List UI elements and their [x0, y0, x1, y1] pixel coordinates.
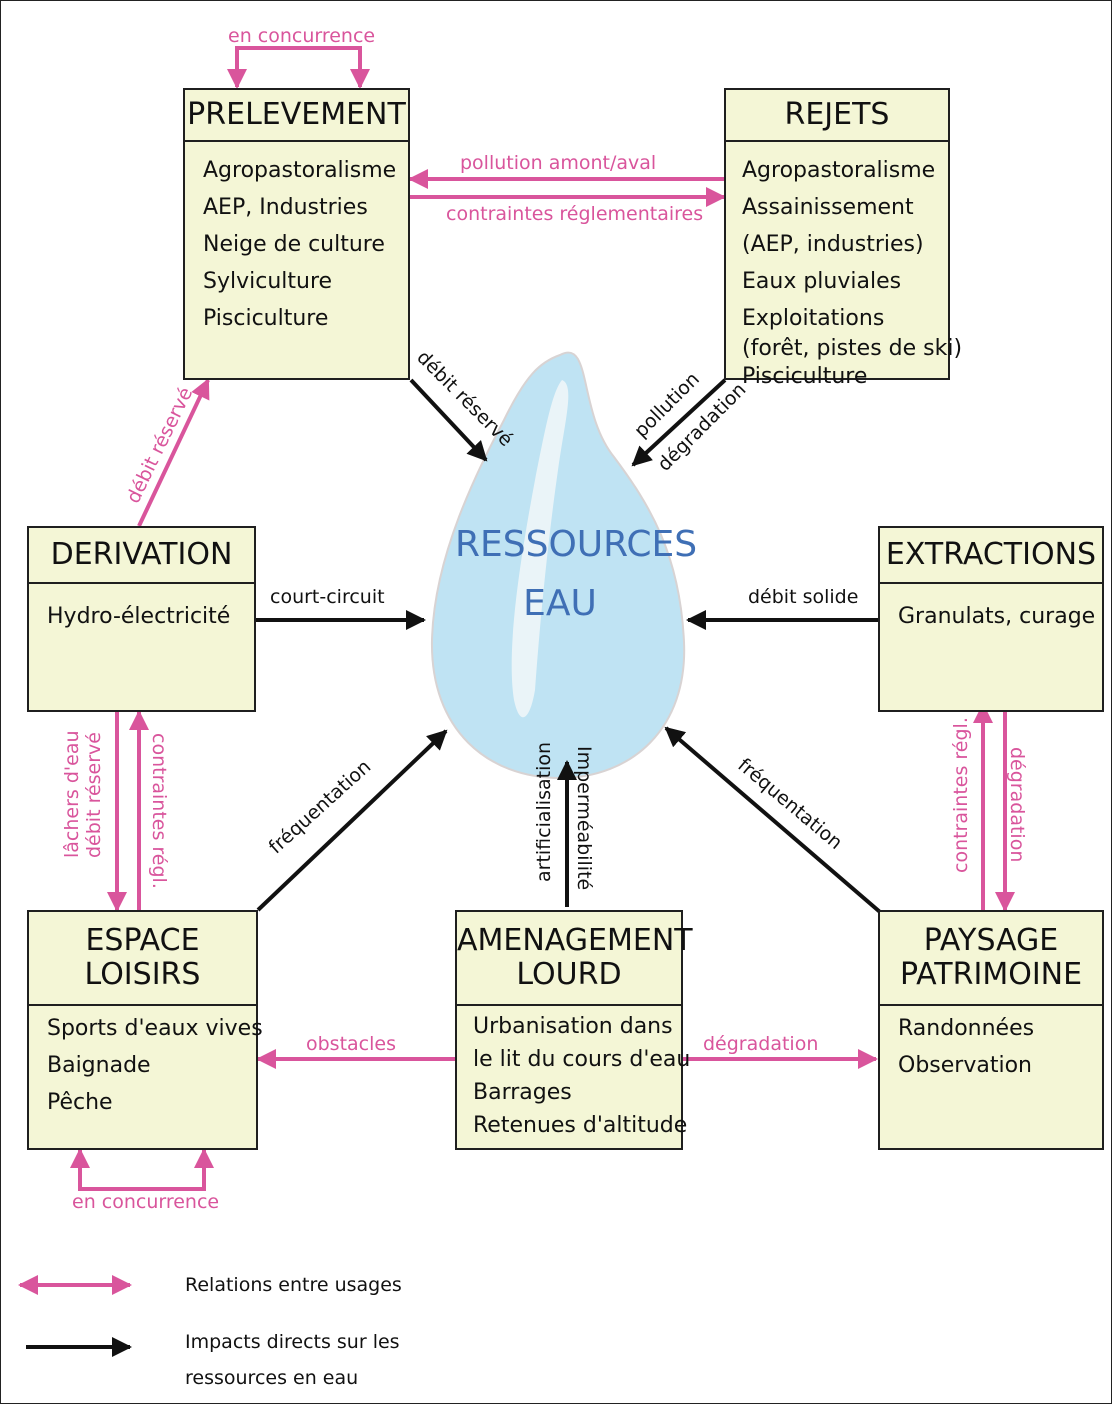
derivation-title: DERIVATION: [29, 528, 254, 584]
list-item: Hydro-électricité: [47, 604, 231, 629]
list-item: Pisciculture: [203, 306, 329, 331]
frequentation-right-arrow: [664, 726, 882, 914]
list-item: (AEP, industries): [742, 232, 924, 257]
ressources-title: RESSOURCES: [455, 524, 698, 565]
drop-highlight: [511, 380, 569, 718]
amenagement-title: AMENAGEMENT LOURD: [457, 912, 693, 1006]
list-item: Agropastoralisme: [742, 158, 936, 183]
amenagement-title-line1: AMENAGEMENT: [457, 923, 693, 958]
list-item: Assainissement: [742, 195, 914, 220]
amenagement-title-line2: LOURD: [516, 957, 622, 992]
espace-loisirs-items: Sports d'eaux vives Baignade Pêche: [29, 1006, 263, 1121]
espace-loisirs-box: ESPACE LOISIRS Sports d'eaux vives Baign…: [27, 910, 263, 1150]
list-item: (forêt, pistes de ski): [742, 336, 963, 361]
paysage-title-line2: PATRIMOINE: [899, 957, 1083, 992]
concurrence-top-bracket: [227, 46, 370, 89]
list-item: Observation: [898, 1053, 1032, 1078]
prelevement-items: Agropastoralisme AEP, Industries Neige d…: [185, 142, 408, 337]
court-circuit-label: court-circuit: [270, 586, 385, 608]
extractions-box: EXTRACTIONS Granulats, curage: [878, 526, 1104, 712]
debit-solide-label: débit solide: [748, 586, 859, 608]
contraintes-regl-left-label: contraintes régl.: [148, 733, 170, 889]
debit-reserve-impact-arrow: [409, 378, 488, 462]
list-item: Pêche: [47, 1090, 113, 1115]
amenagement-box: AMENAGEMENT LOURD Urbanisation dans le l…: [455, 910, 693, 1150]
list-item: Pisciculture: [742, 364, 868, 389]
prelevement-box: PRELEVEMENT Agropastoralisme AEP, Indust…: [183, 88, 410, 380]
legend-impacts-line2: ressources en eau: [185, 1367, 359, 1389]
paysage-box: PAYSAGE PATRIMOINE Randonnées Observatio…: [878, 910, 1104, 1150]
rejets-title: REJETS: [726, 90, 948, 142]
espace-loisirs-title-line1: ESPACE: [85, 923, 200, 958]
list-item: Sports d'eaux vives: [47, 1016, 263, 1041]
rejets-items: Agropastoralisme Assainissement (AEP, in…: [726, 142, 963, 390]
extractions-items: Granulats, curage: [880, 584, 1102, 635]
list-item: Sylviculture: [203, 269, 333, 294]
extractions-title: EXTRACTIONS: [880, 528, 1102, 584]
list-item: Barrages: [473, 1080, 572, 1105]
list-item: Retenues d'altitude: [473, 1113, 688, 1138]
derivation-to-prelevement-arrow: [137, 378, 210, 527]
en-concurrence-top-label: en concurrence: [228, 25, 376, 47]
en-concurrence-bottom-label: en concurrence: [72, 1191, 220, 1213]
legend-impacts-line1: Impacts directs sur les: [185, 1331, 400, 1353]
pollution-impact-arrow: [631, 378, 727, 467]
list-item: Exploitations: [742, 306, 885, 331]
list-item: Agropastoralisme: [203, 158, 397, 183]
list-item: Granulats, curage: [898, 604, 1096, 629]
amenagement-items: Urbanisation dans le lit du cours d'eau …: [457, 1006, 691, 1142]
impermeabilite-label: Imperméabilité: [573, 746, 595, 891]
list-item: AEP, Industries: [203, 195, 368, 220]
legend-relations-label: Relations entre usages: [185, 1274, 402, 1296]
list-item: le lit du cours d'eau: [473, 1047, 691, 1072]
pollution-amont-aval-label: pollution amont/aval: [460, 152, 657, 174]
contraintes-regl-right-label: contraintes régl.: [950, 717, 972, 873]
list-item: Randonnées: [898, 1016, 1035, 1041]
prelevement-title: PRELEVEMENT: [185, 90, 408, 142]
paysage-title: PAYSAGE PATRIMOINE: [880, 912, 1102, 1006]
espace-loisirs-title: ESPACE LOISIRS: [29, 912, 256, 1006]
paysage-title-line1: PAYSAGE: [923, 923, 1059, 958]
eau-title: EAU: [523, 583, 597, 624]
degradation-paysage-label: dégradation: [1006, 747, 1028, 863]
lachers-deau-label: lâchers d'eau: [61, 730, 83, 858]
concurrence-bottom-bracket: [70, 1148, 214, 1191]
degradation-bottom-label: dégradation: [703, 1033, 819, 1055]
debit-reserve-loisirs-label: débit réservé: [83, 732, 105, 858]
paysage-items: Randonnées Observation: [880, 1006, 1102, 1084]
list-item: Eaux pluviales: [742, 269, 902, 294]
obstacles-label: obstacles: [306, 1033, 396, 1055]
contraintes-reglementaires-label: contraintes réglementaires: [446, 203, 704, 225]
derivation-box: DERIVATION Hydro-électricité: [27, 526, 256, 712]
list-item: Neige de culture: [203, 232, 385, 257]
frequentation-left-arrow: [256, 729, 448, 912]
artificialisation-label: artificialisation: [533, 741, 555, 882]
list-item: Baignade: [47, 1053, 151, 1078]
derivation-items: Hydro-électricité: [29, 584, 254, 635]
espace-loisirs-title-line2: LOISIRS: [84, 957, 201, 992]
rejets-box: REJETS Agropastoralisme Assainissement (…: [724, 88, 962, 389]
list-item: Urbanisation dans: [473, 1014, 673, 1039]
